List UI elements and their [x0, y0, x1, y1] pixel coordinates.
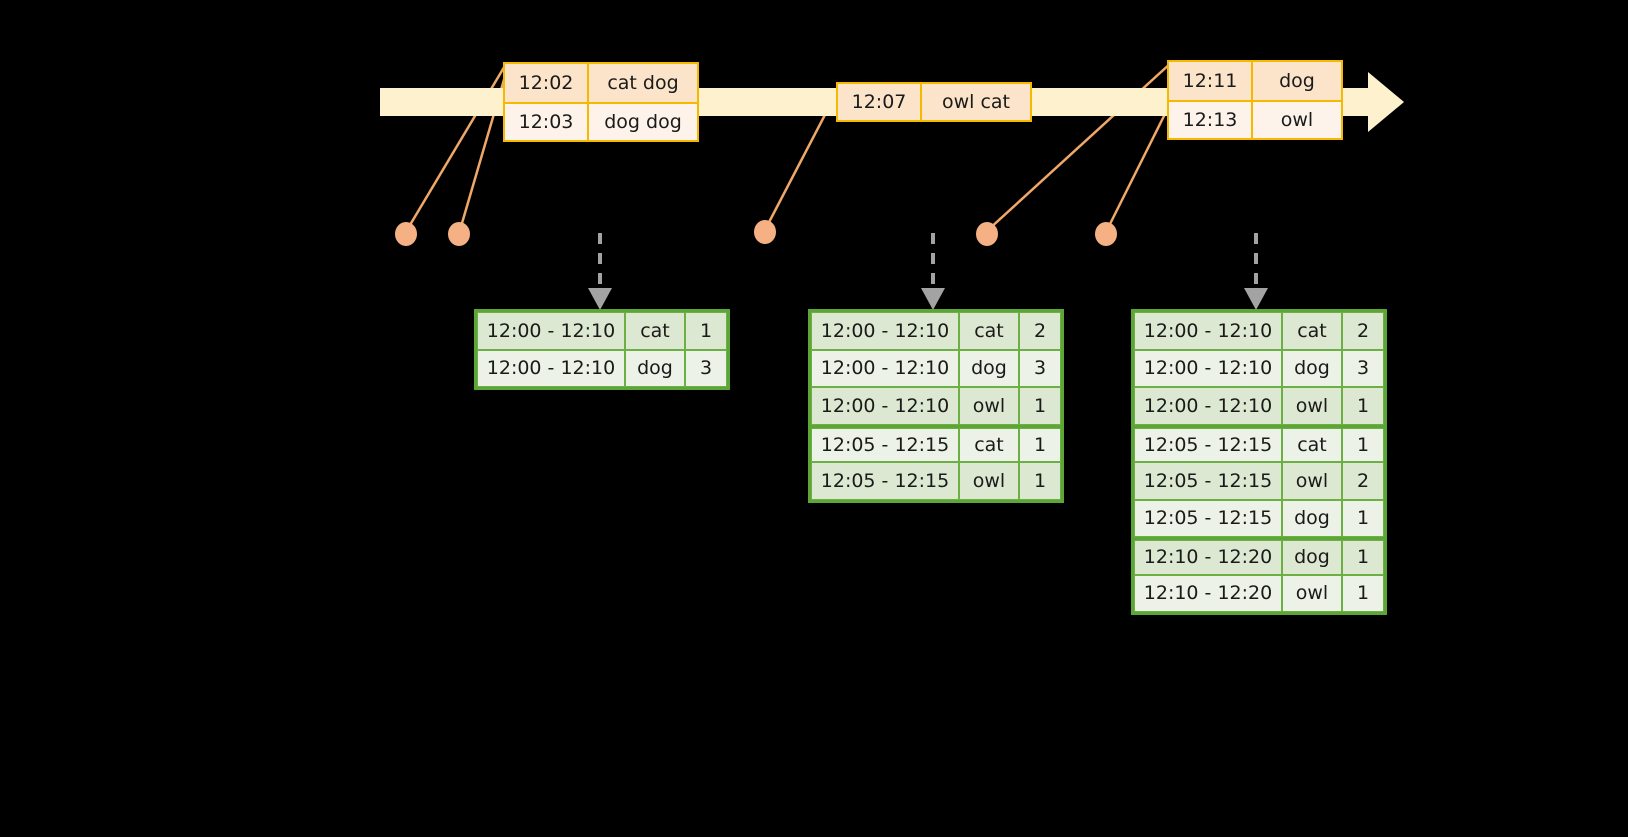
- emit-arrowheads: [588, 288, 1268, 310]
- event-box-1[interactable]: 12:02 cat dog 12:03 dog dog: [503, 62, 699, 142]
- cell-count: 1: [1342, 499, 1384, 537]
- cell-count: 1: [685, 312, 727, 350]
- cell-word: dog: [1282, 499, 1342, 537]
- cell-count: 3: [1019, 349, 1061, 387]
- event-row[interactable]: 12:07 owl cat: [838, 84, 1030, 120]
- event-time: 12:07: [838, 84, 922, 120]
- cell-window: 12:05 - 12:15: [811, 462, 959, 500]
- cell-window: 12:05 - 12:15: [811, 427, 959, 462]
- event-words: owl: [1253, 102, 1341, 138]
- cell-word: owl: [959, 462, 1019, 500]
- emit-arrowhead-1: [588, 288, 612, 310]
- event-time: 12:11: [1169, 62, 1253, 100]
- cell-count: 2: [1342, 462, 1384, 500]
- cell-window: 12:00 - 12:10: [477, 349, 625, 387]
- cell-word: dog: [1282, 349, 1342, 387]
- cell-word: dog: [625, 349, 685, 387]
- cell-word: cat: [959, 312, 1019, 350]
- cell-count: 1: [1342, 387, 1384, 425]
- event-time: 12:02: [505, 64, 589, 102]
- connector-5: [1105, 103, 1172, 231]
- cell-word: owl: [1282, 387, 1342, 425]
- cell-count: 1: [1019, 427, 1061, 462]
- event-words: dog: [1253, 62, 1341, 100]
- cell-window: 12:00 - 12:10: [811, 387, 959, 425]
- cell-count: 1: [1342, 540, 1384, 575]
- timeline-arrowhead: [1368, 72, 1404, 132]
- cell-window: 12:00 - 12:10: [1134, 312, 1282, 350]
- cell-word: cat: [959, 427, 1019, 462]
- cell-count: 3: [1342, 349, 1384, 387]
- event-time: 12:13: [1169, 102, 1253, 138]
- event-row[interactable]: 12:11 dog: [1169, 62, 1341, 100]
- emit-arrowhead-3: [1244, 288, 1268, 310]
- event-words: owl cat: [922, 84, 1030, 120]
- cell-window: 12:00 - 12:10: [477, 312, 625, 350]
- stream-dot-1: [395, 222, 417, 246]
- cell-count: 3: [685, 349, 727, 387]
- cell-word: cat: [625, 312, 685, 350]
- cell-window: 12:00 - 12:10: [811, 349, 959, 387]
- cell-window: 12:05 - 12:15: [1134, 427, 1282, 462]
- stream-dots: [395, 220, 1117, 246]
- cell-count: 2: [1342, 312, 1384, 350]
- event-words: cat dog: [589, 64, 697, 102]
- cell-window: 12:05 - 12:15: [1134, 462, 1282, 500]
- cell-word: owl: [1282, 462, 1342, 500]
- stream-dot-3: [754, 220, 776, 244]
- event-time: 12:03: [505, 104, 589, 140]
- cell-window: 12:00 - 12:10: [1134, 349, 1282, 387]
- cell-word: dog: [1282, 540, 1342, 575]
- cell-word: owl: [959, 387, 1019, 425]
- event-words: dog dog: [589, 104, 697, 140]
- cell-word: dog: [959, 349, 1019, 387]
- event-box-3[interactable]: 12:11 dog 12:13 owl: [1167, 60, 1343, 140]
- event-box-2[interactable]: 12:07 owl cat: [836, 82, 1032, 122]
- event-row[interactable]: 12:13 owl: [1169, 100, 1341, 138]
- cell-window: 12:05 - 12:15: [1134, 499, 1282, 537]
- event-row[interactable]: 12:02 cat dog: [505, 64, 697, 102]
- cell-count: 1: [1342, 427, 1384, 462]
- emit-arrowhead-2: [921, 288, 945, 310]
- cell-count: 1: [1342, 574, 1384, 612]
- cell-count: 1: [1019, 387, 1061, 425]
- stream-dot-4: [976, 222, 998, 246]
- cell-window: 12:10 - 12:20: [1134, 540, 1282, 575]
- stream-dot-5: [1095, 222, 1117, 246]
- cell-window: 12:10 - 12:20: [1134, 574, 1282, 612]
- cell-count: 1: [1019, 462, 1061, 500]
- cell-word: owl: [1282, 574, 1342, 612]
- cell-count: 2: [1019, 312, 1061, 350]
- event-row[interactable]: 12:03 dog dog: [505, 102, 697, 140]
- cell-word: cat: [1282, 312, 1342, 350]
- stream-dot-2: [448, 222, 470, 246]
- cell-window: 12:00 - 12:10: [811, 312, 959, 350]
- emit-arrows: [598, 233, 1258, 288]
- cell-window: 12:00 - 12:10: [1134, 387, 1282, 425]
- cell-word: cat: [1282, 427, 1342, 462]
